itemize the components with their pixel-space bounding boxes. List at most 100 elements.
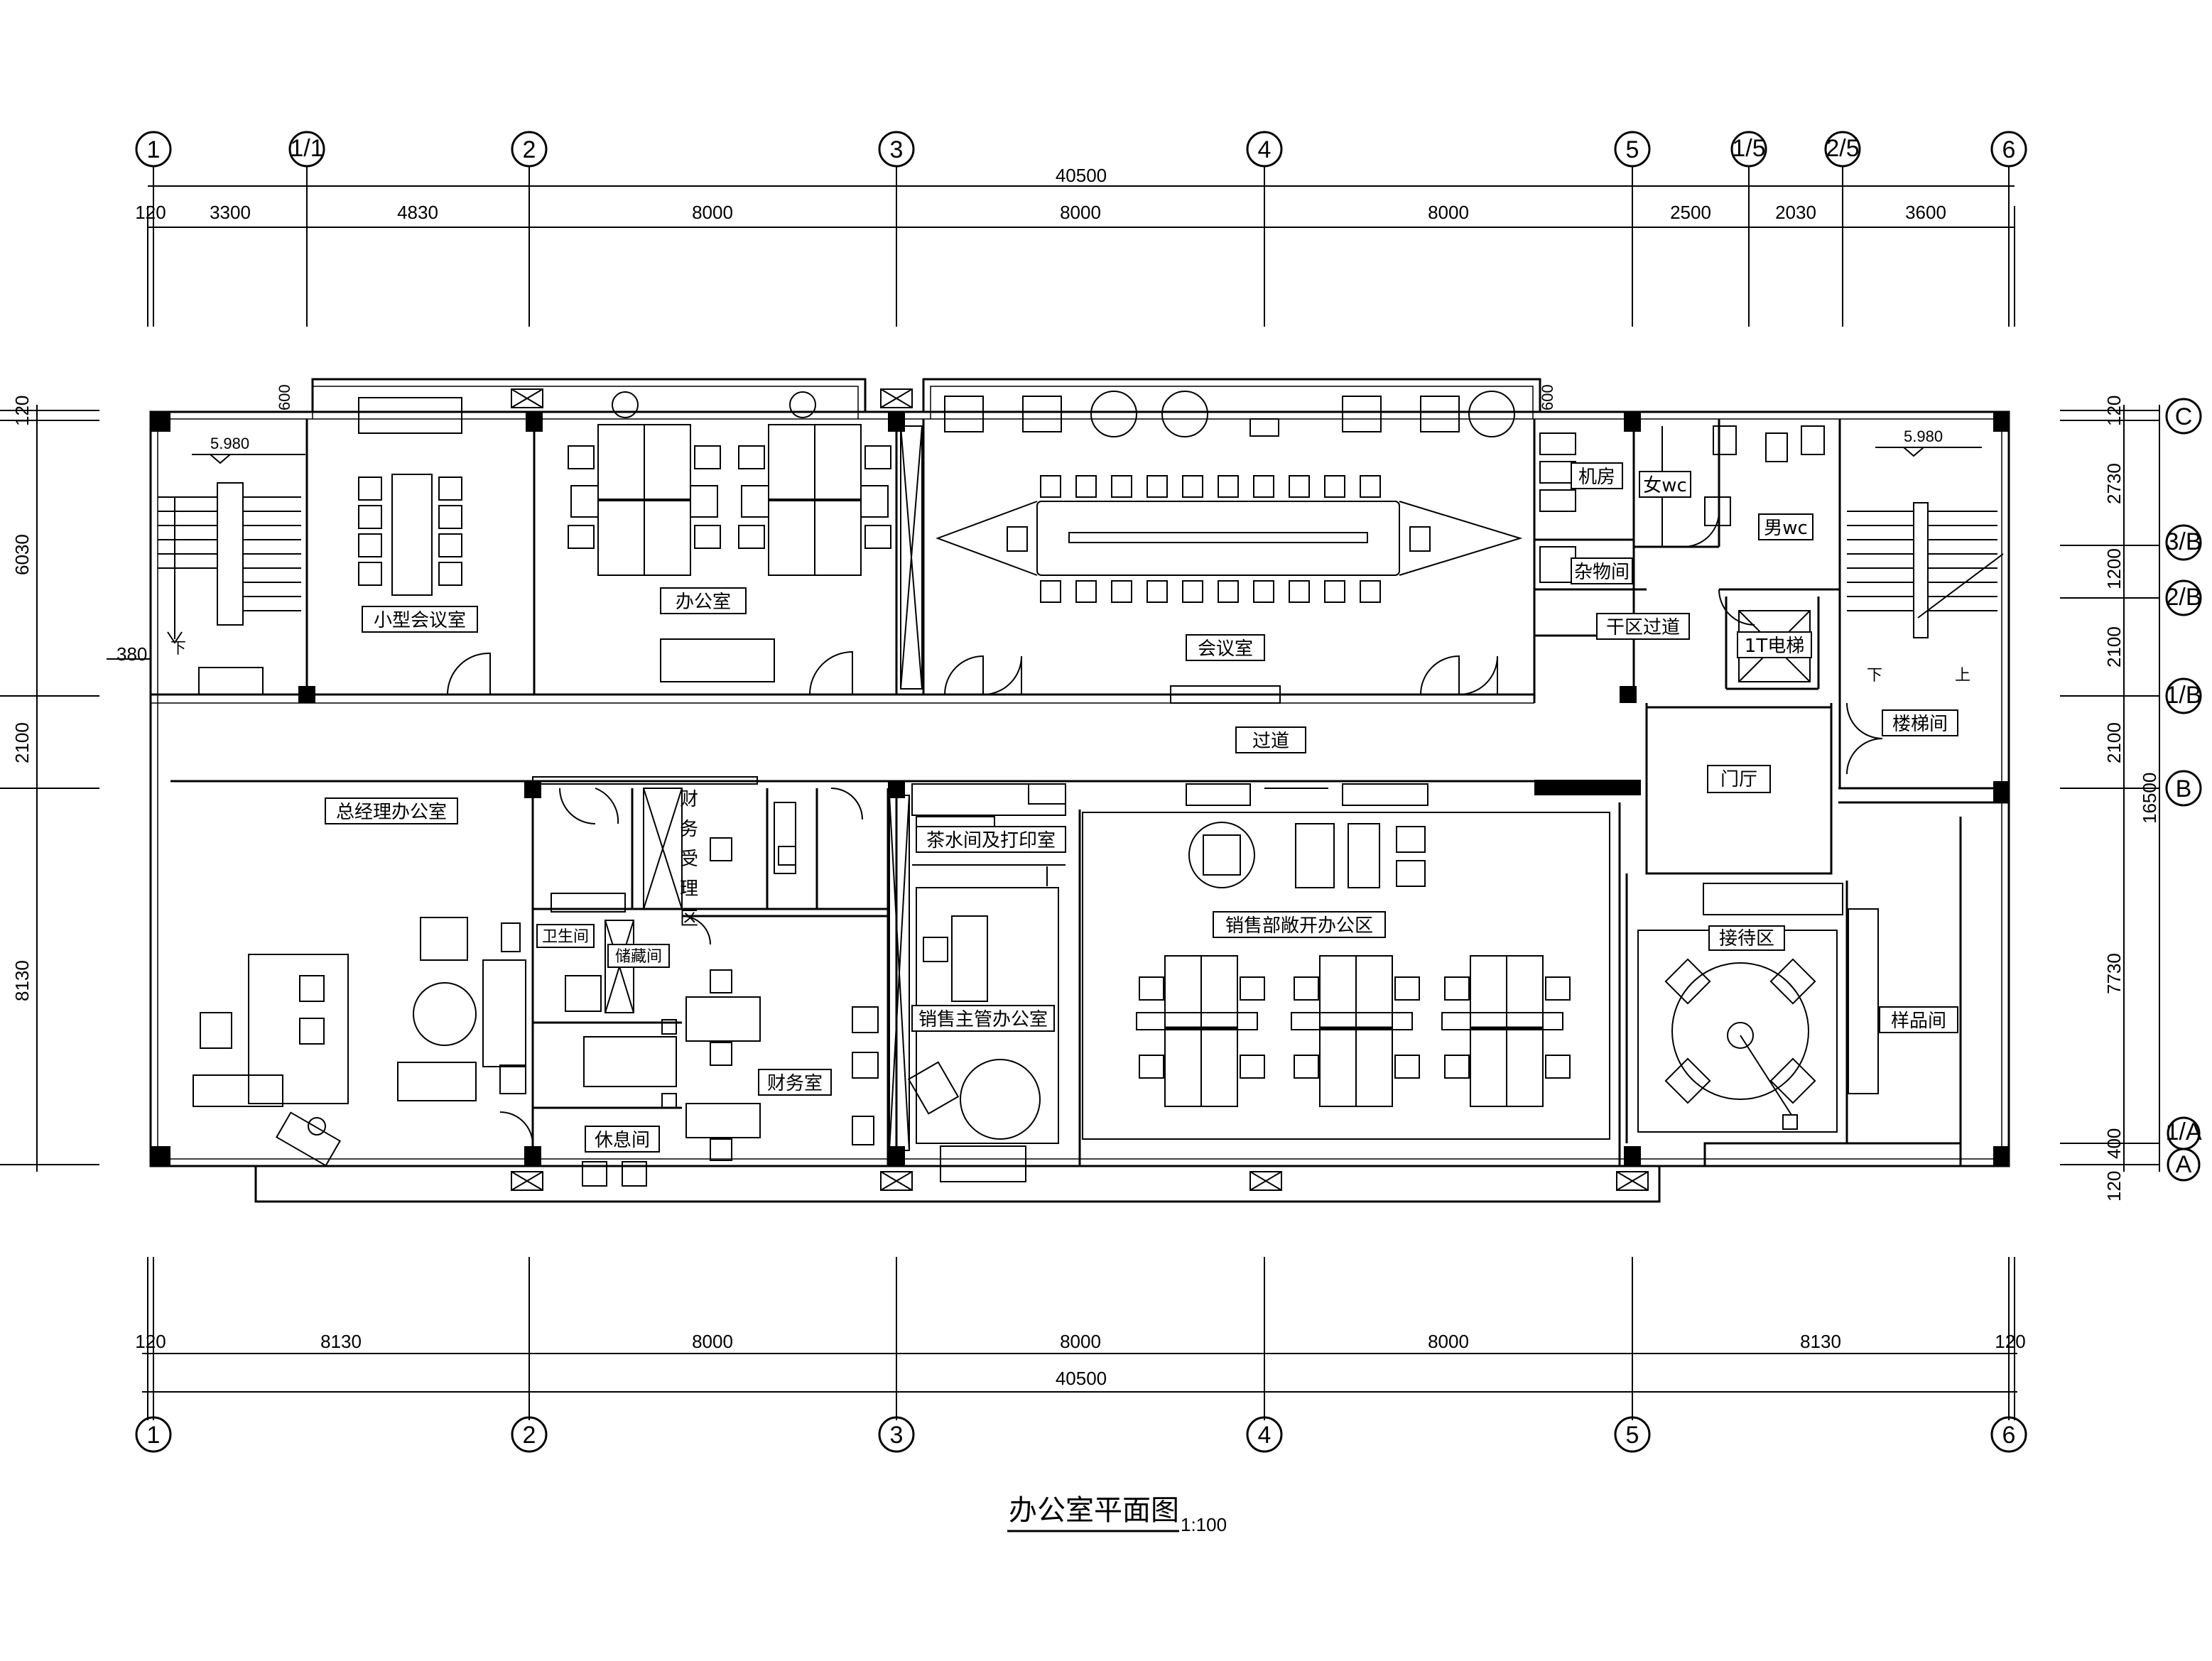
axis-right-2: 2/B — [2165, 584, 2201, 611]
room-men-wc: 男wc — [1764, 518, 1808, 539]
axis-top-0: 1 — [147, 136, 161, 163]
dim-bottom-seg-3: 8000 — [1060, 1331, 1101, 1352]
axis-top-7: 2/5 — [1826, 135, 1859, 162]
stair-down-left: 下 — [170, 639, 186, 657]
glass-partition — [643, 425, 923, 1151]
room-corridor: 过道 — [1252, 731, 1289, 752]
dim-bottom-seg-6: 120 — [1995, 1331, 2025, 1352]
room-meeting: 会议室 — [1198, 638, 1253, 660]
room-machine: 机房 — [1578, 467, 1615, 488]
dim-top-seg-6: 2500 — [1670, 202, 1711, 223]
axis-right-3: 1/B — [2165, 682, 2201, 709]
dim-right-total: 16500 — [2139, 773, 2160, 824]
window-markers — [511, 388, 1649, 1191]
sales-open-furniture — [1082, 812, 1610, 1140]
dim-bottom-seg-2: 8000 — [692, 1331, 733, 1352]
reception-furniture — [1637, 883, 1879, 1133]
dim-right-5: 7730 — [2103, 953, 2125, 994]
dim-top-seg-1: 3300 — [210, 202, 251, 223]
dim-right-0: 120 — [2103, 396, 2125, 426]
room-stairs: 楼梯间 — [1892, 714, 1948, 735]
dim-left-note: 380 — [116, 643, 147, 665]
room-tea-print: 茶水间及打印室 — [926, 830, 1056, 851]
stair-up-right: 上 — [1955, 666, 1970, 684]
level-right: 5.980 — [1904, 427, 1943, 445]
axis-bottom-0: 1 — [147, 1422, 161, 1449]
dim-bottom-seg-4: 8000 — [1428, 1331, 1469, 1352]
room-dry-passage: 干区过道 — [1606, 617, 1680, 638]
axis-top-4: 4 — [1258, 136, 1272, 163]
dim-left-0: 120 — [11, 396, 33, 426]
dim-right-2: 1200 — [2103, 548, 2125, 589]
room-changing: 储藏间 — [615, 947, 662, 965]
dim-bottom-seg-5: 8130 — [1800, 1331, 1841, 1352]
gm-office-furniture — [193, 788, 619, 1167]
dim-bottom-seg-1: 8130 — [320, 1331, 362, 1352]
dim-bottom-seg-0: 120 — [135, 1331, 166, 1352]
room-lobby: 门厅 — [1720, 769, 1757, 790]
bottom-axis-markers — [135, 1416, 2027, 1453]
dim-left-1: 6030 — [11, 534, 33, 575]
small-meeting-furniture — [358, 397, 491, 695]
right-staircase — [1846, 447, 2004, 775]
axis-right-0: C — [2175, 403, 2193, 430]
dim-top-total: 40500 — [1056, 165, 1107, 186]
wall-mark-0: 600 — [276, 384, 293, 410]
room-elevator: 1T电梯 — [1745, 636, 1804, 657]
room-office: 办公室 — [676, 592, 731, 613]
dim-right-6: 400 — [2103, 1128, 2125, 1159]
dim-right-3: 2100 — [2103, 626, 2125, 668]
dim-top-seg-5: 8000 — [1428, 202, 1469, 223]
axis-bottom-1: 2 — [523, 1422, 536, 1449]
drawing-title: 办公室平面图 — [1009, 1494, 1179, 1527]
room-rest: 休息间 — [595, 1130, 650, 1151]
dim-left-3: 8130 — [11, 960, 33, 1001]
room-finance-accept-1: 财 — [680, 789, 698, 810]
drawing-scale: 1:100 — [1181, 1514, 1227, 1535]
axis-top-2: 2 — [523, 136, 536, 163]
wall-mark-1: 600 — [1539, 384, 1556, 410]
room-sales-manager: 销售主管办公室 — [918, 1009, 1048, 1030]
room-finance-accept-5: 区 — [680, 908, 698, 930]
room-sales-open: 销售部敞开办公区 — [1225, 915, 1373, 937]
axis-top-8: 6 — [2002, 136, 2016, 163]
right-axis-markers — [2165, 398, 2202, 1182]
axis-right-4: B — [2176, 775, 2192, 802]
corridor-elements — [532, 776, 1428, 806]
room-sample: 样品间 — [1891, 1011, 1946, 1032]
room-small-meeting: 小型会议室 — [374, 610, 466, 631]
axis-bottom-3: 4 — [1258, 1422, 1272, 1449]
axis-right-5: 1/A — [2165, 1118, 2201, 1145]
dim-top-seg-2: 4830 — [397, 202, 438, 223]
axis-top-5: 5 — [1626, 136, 1639, 163]
axis-right-6: A — [2176, 1151, 2192, 1178]
dim-top-seg-4: 8000 — [1060, 202, 1101, 223]
dim-right-7: 120 — [2103, 1171, 2125, 1202]
axis-top-1: 1/1 — [290, 135, 323, 162]
dim-right-1: 2730 — [2103, 463, 2125, 504]
axis-top-3: 3 — [890, 136, 904, 163]
lobby-outline — [1645, 706, 1833, 875]
room-storage: 杂物间 — [1574, 562, 1630, 583]
room-finance-accept-2: 务 — [680, 819, 698, 840]
axis-bottom-2: 3 — [890, 1422, 904, 1449]
dim-right-4: 2100 — [2103, 722, 2125, 763]
axis-bottom-4: 5 — [1626, 1422, 1639, 1449]
room-finance: 财务室 — [767, 1073, 823, 1094]
level-left: 5.980 — [210, 435, 249, 452]
bottom-dimension-lines — [142, 1257, 2017, 1420]
dim-top-seg-7: 2030 — [1775, 202, 1816, 223]
top-axis-markers — [135, 131, 2027, 168]
stair-down-right: 下 — [1867, 666, 1882, 684]
room-gm-office: 总经理办公室 — [336, 802, 447, 823]
axis-bottom-5: 6 — [2002, 1422, 2016, 1449]
room-women-wc: 女wc — [1643, 475, 1687, 496]
dim-bottom-total: 40500 — [1056, 1368, 1107, 1389]
left-staircase — [158, 454, 305, 695]
dim-top-seg-3: 8000 — [692, 202, 733, 223]
room-finance-accept-4: 理 — [680, 878, 698, 900]
axis-top-6: 1/5 — [1732, 135, 1765, 162]
room-finance-accept-3: 受 — [680, 849, 698, 870]
top-dimension-lines — [147, 167, 2015, 327]
